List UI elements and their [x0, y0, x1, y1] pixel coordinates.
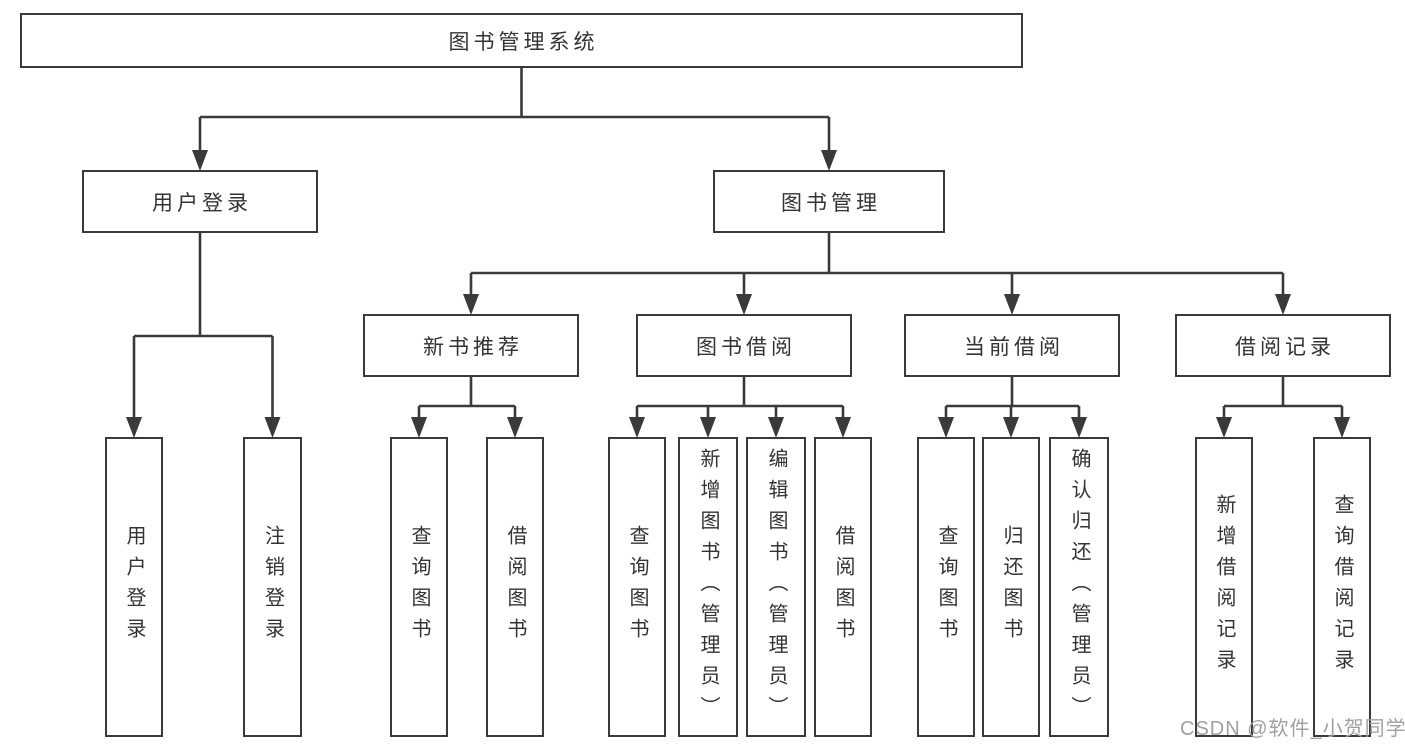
node-label: 新增借阅记录 [1213, 494, 1235, 680]
node-book-borrowing: 图书借阅 [636, 314, 852, 377]
node-user-login: 用户登录 [82, 170, 318, 233]
node-leaf-confirm-return: 确认归还（管理员） [1049, 437, 1109, 737]
node-leaf-logout: 注销登录 [243, 437, 302, 737]
node-label: 用户登录 [152, 191, 252, 215]
node-label: 当前借阅 [964, 335, 1064, 359]
arrowhead-icon [821, 150, 837, 171]
node-new-book-recommend: 新书推荐 [363, 314, 579, 377]
node-leaf-return-books: 归还图书 [982, 437, 1040, 737]
arrowhead-icon [192, 150, 208, 171]
arrowhead-icon [938, 417, 954, 438]
node-label: 新增图书（管理员） [697, 447, 719, 727]
node-leaf-edit-books: 编辑图书（管理员） [746, 437, 806, 737]
arrowhead-icon [1334, 417, 1350, 438]
node-label: 图书借阅 [696, 335, 796, 359]
watermark: CSDN @软件_小贺同学 [1180, 718, 1405, 740]
arrowhead-icon [264, 417, 281, 438]
arrowhead-icon [835, 417, 851, 438]
node-leaf-borrow-books-2: 借阅图书 [814, 437, 872, 737]
arrowhead-icon [1003, 417, 1019, 438]
node-leaf-borrow-books-1: 借阅图书 [486, 437, 544, 737]
arrowhead-icon [1216, 417, 1232, 438]
node-root: 图书管理系统 [20, 13, 1023, 68]
node-label: 查询借阅记录 [1331, 494, 1353, 680]
node-leaf-query-books-1: 查询图书 [390, 437, 448, 737]
node-leaf-add-borrow-record: 新增借阅记录 [1195, 437, 1253, 737]
arrowhead-icon [463, 294, 479, 315]
node-leaf-query-books-2: 查询图书 [608, 437, 666, 737]
arrowhead-icon [1004, 294, 1020, 315]
node-label: 借阅图书 [504, 525, 526, 649]
arrowhead-icon [629, 417, 645, 438]
node-leaf-add-books: 新增图书（管理员） [678, 437, 738, 737]
node-label: 图书管理 [781, 191, 881, 215]
node-label: 图书管理系统 [448, 30, 599, 54]
node-current-borrowing: 当前借阅 [904, 314, 1120, 377]
node-label: 注销登录 [261, 525, 284, 649]
arrowhead-icon [507, 417, 523, 438]
node-label: 归还图书 [1000, 525, 1022, 649]
arrowhead-icon [411, 417, 427, 438]
node-label: 查询图书 [935, 525, 957, 649]
arrowhead-icon [768, 417, 784, 438]
node-label: 查询图书 [408, 525, 430, 649]
node-leaf-query-borrow-record: 查询借阅记录 [1313, 437, 1371, 737]
node-label: 确认归还（管理员） [1068, 447, 1090, 727]
node-borrowing-records: 借阅记录 [1175, 314, 1391, 377]
node-leaf-query-books-3: 查询图书 [917, 437, 975, 737]
arrowhead-icon [736, 294, 752, 315]
node-label: 查询图书 [626, 525, 648, 649]
node-label: 借阅记录 [1235, 335, 1335, 359]
node-label: 编辑图书（管理员） [765, 447, 787, 727]
node-label: 用户登录 [123, 525, 145, 649]
node-label: 新书推荐 [423, 335, 523, 359]
arrowhead-icon [126, 417, 142, 438]
node-leaf-user-login: 用户登录 [105, 437, 163, 737]
node-book-management: 图书管理 [713, 170, 945, 233]
arrowhead-icon [700, 417, 716, 438]
arrowhead-icon [1071, 417, 1087, 438]
node-label: 借阅图书 [832, 525, 854, 649]
arrowhead-icon [1275, 294, 1291, 315]
